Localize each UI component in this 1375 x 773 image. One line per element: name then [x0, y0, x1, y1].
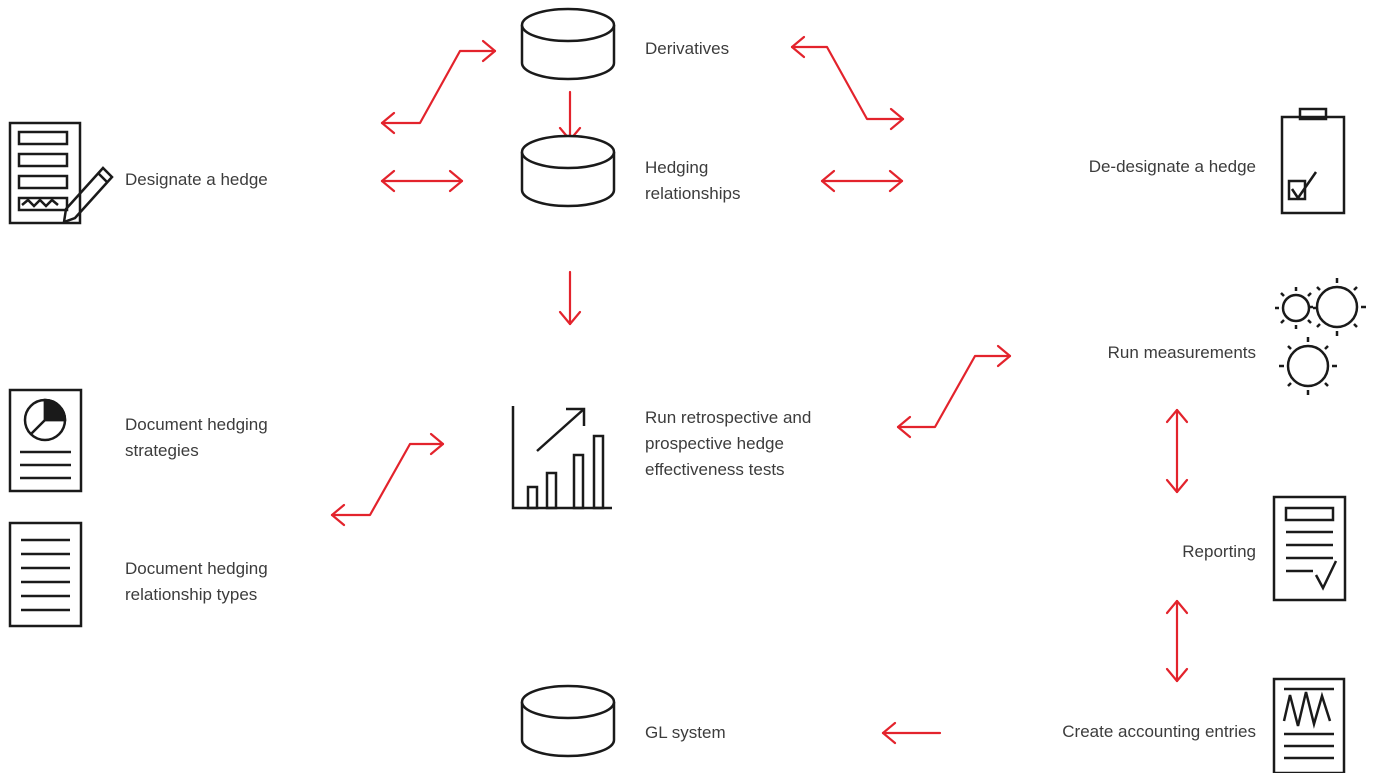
label-designate-hedge: Designate a hedge	[125, 170, 268, 189]
label-reporting: Reporting	[1182, 542, 1256, 561]
label-hedging-relationships: Hedging relationships	[645, 158, 741, 203]
connector-hedging-tests	[558, 270, 582, 326]
database-icon	[520, 684, 616, 758]
label-run-measurements: Run measurements	[1107, 343, 1256, 362]
label-derivatives: Derivatives	[645, 39, 730, 58]
bar-chart-trend-icon	[511, 406, 612, 510]
label-gl-system: GL system	[645, 723, 726, 742]
connector-derivatives-dedesignate	[790, 35, 905, 131]
clipboard-checkmark-icon	[1280, 107, 1346, 215]
connector-hedging-dedesignate	[820, 169, 904, 193]
label-dedesignate-hedge: De-designate a hedge	[1088, 157, 1256, 176]
connector-measurements-reporting	[1165, 408, 1189, 494]
database-icon	[520, 7, 616, 81]
connectors	[330, 35, 1189, 745]
ledger-graph-icon	[1272, 677, 1346, 773]
form-signature-icon	[8, 121, 114, 225]
report-checkmark-icon	[1272, 495, 1347, 602]
connector-entries-gl	[881, 721, 942, 745]
label-effectiveness-tests: Run retrospective and prospective hedge …	[645, 408, 812, 479]
connector-reporting-entries	[1165, 599, 1189, 683]
database-icon	[520, 134, 616, 208]
label-create-accounting-entries: Create accounting entries	[1062, 722, 1256, 741]
connector-derivatives-hedging	[558, 90, 582, 142]
gears-icon	[1273, 276, 1368, 397]
document-pie-chart-icon	[8, 388, 83, 493]
label-document-strategies: Document hedging strategies	[125, 415, 268, 460]
connector-designate-derivatives	[380, 39, 497, 135]
label-document-relationship-types: Document hedging relationship types	[125, 559, 268, 604]
connector-tests-measurements	[896, 344, 1012, 439]
document-lines-icon	[8, 521, 83, 628]
connector-documents-tests	[330, 432, 445, 527]
connector-designate-hedging	[380, 169, 464, 193]
